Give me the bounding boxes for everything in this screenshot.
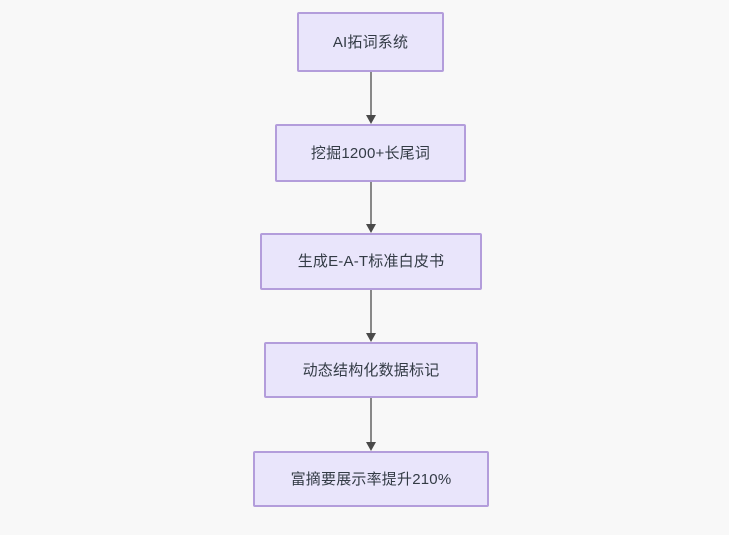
flow-node-label: 挖掘1200+长尾词	[310, 144, 431, 162]
flow-node-rich-snippet-impression-lift[interactable]: 富摘要展示率提升210%	[253, 451, 489, 507]
flow-node-mine-longtail-keywords[interactable]: 挖掘1200+长尾词	[275, 124, 466, 182]
arrow-down-icon	[366, 398, 376, 451]
flow-node-label: 生成E-A-T标准白皮书	[297, 253, 445, 270]
flow-edge-n2-n3	[365, 182, 377, 233]
flow-edge-n3-n4	[365, 290, 377, 342]
arrow-down-icon	[366, 290, 376, 342]
flow-node-label: AI拓词系统	[332, 33, 409, 51]
flow-edge-n4-n5	[365, 398, 377, 451]
flow-edge-n1-n2	[365, 72, 377, 124]
flow-node-generate-eat-whitepaper[interactable]: 生成E-A-T标准白皮书	[260, 233, 482, 290]
arrow-down-icon	[366, 182, 376, 233]
flow-node-label: 动态结构化数据标记	[302, 361, 440, 379]
arrow-down-icon	[366, 72, 376, 124]
flow-node-label: 富摘要展示率提升210%	[290, 470, 452, 488]
flow-node-dynamic-structured-data-markup[interactable]: 动态结构化数据标记	[264, 342, 478, 398]
flow-node-ai-keyword-system[interactable]: AI拓词系统	[297, 12, 444, 72]
